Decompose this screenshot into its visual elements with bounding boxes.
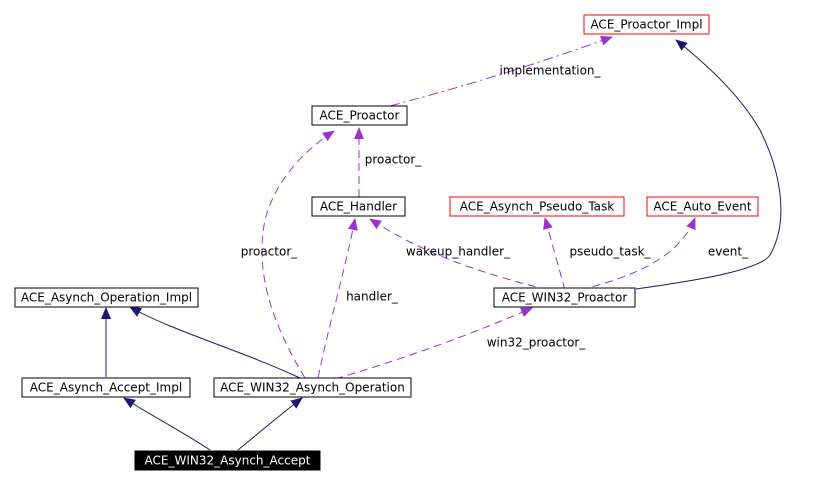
edge-proactor-operation bbox=[261, 130, 335, 379]
node-win32-asynch-operation-label: ACE_WIN32_Asynch_Operation bbox=[220, 381, 405, 395]
label-pseudo-task: pseudo_task_ bbox=[569, 245, 651, 259]
edge-pseudo-task bbox=[543, 217, 566, 291]
edge-wakeup-handler bbox=[369, 218, 549, 291]
node-proactor-impl[interactable]: ACE_Proactor_Impl bbox=[583, 14, 710, 35]
label-handler: handler_ bbox=[346, 290, 399, 304]
node-asynch-accept-impl-label: ACE_Asynch_Accept_Impl bbox=[30, 381, 182, 395]
edge-operation-to-operationimpl bbox=[129, 306, 301, 379]
edge-accept-to-operation bbox=[237, 397, 303, 451]
edge-win32proactor-to-proactorimpl bbox=[635, 39, 782, 290]
node-asynch-operation-impl-label: ACE_Asynch_Operation_Impl bbox=[21, 291, 192, 305]
node-asynch-pseudo-task-label: ACE_Asynch_Pseudo_Task bbox=[460, 200, 615, 214]
node-win32-proactor-label: ACE_WIN32_Proactor bbox=[502, 291, 628, 305]
node-win32-asynch-operation[interactable]: ACE_WIN32_Asynch_Operation bbox=[213, 377, 412, 398]
node-auto-event-label: ACE_Auto_Event bbox=[653, 200, 751, 214]
node-proactor-label: ACE_Proactor bbox=[320, 109, 400, 123]
edge-win32-proactor bbox=[334, 307, 533, 380]
edge-event bbox=[579, 217, 696, 291]
edge-accept-to-acceptimpl bbox=[123, 397, 211, 451]
node-auto-event[interactable]: ACE_Auto_Event bbox=[646, 196, 759, 217]
label-win32-proactor: win32_proactor_ bbox=[487, 336, 587, 350]
node-handler[interactable]: ACE_Handler bbox=[311, 196, 406, 217]
node-proactor[interactable]: ACE_Proactor bbox=[311, 105, 408, 126]
edge-handler bbox=[317, 218, 358, 379]
node-proactor-impl-label: ACE_Proactor_Impl bbox=[590, 18, 702, 32]
node-asynch-accept-impl[interactable]: ACE_Asynch_Accept_Impl bbox=[21, 377, 191, 398]
label-wakeup-handler: wakeup_handler_ bbox=[406, 245, 511, 259]
label-proactor-handler: proactor_ bbox=[365, 153, 423, 167]
edge-implementation bbox=[389, 36, 613, 107]
node-asynch-operation-impl[interactable]: ACE_Asynch_Operation_Impl bbox=[14, 287, 199, 308]
node-win32-proactor[interactable]: ACE_WIN32_Proactor bbox=[493, 287, 636, 308]
label-event: event_ bbox=[708, 245, 749, 259]
label-proactor-operation: proactor_ bbox=[241, 245, 299, 259]
node-win32-asynch-accept[interactable]: ACE_WIN32_Asynch_Accept bbox=[134, 450, 321, 471]
node-handler-label: ACE_Handler bbox=[320, 200, 397, 214]
node-win32-asynch-accept-label: ACE_WIN32_Asynch_Accept bbox=[145, 454, 311, 468]
node-asynch-pseudo-task[interactable]: ACE_Asynch_Pseudo_Task bbox=[449, 196, 625, 217]
label-implementation: implementation_ bbox=[499, 64, 601, 78]
